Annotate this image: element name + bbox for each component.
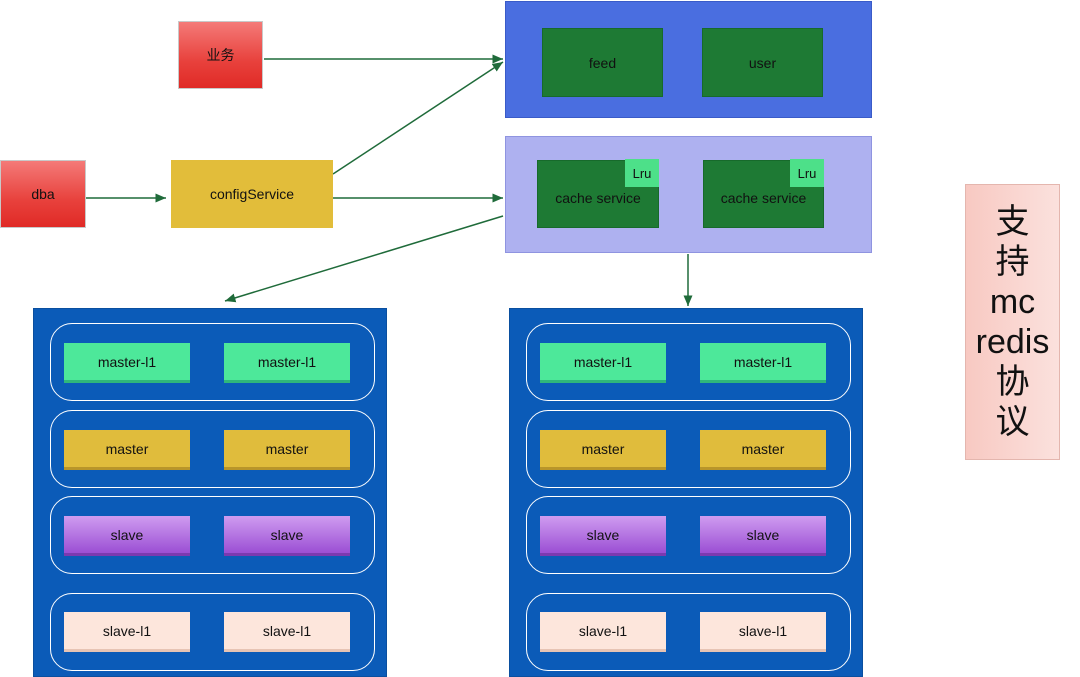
node-master-l1: master-l1 bbox=[224, 343, 350, 383]
feed-service-box: feed bbox=[542, 28, 663, 97]
node-label: slave bbox=[746, 526, 780, 543]
cache-service-label: cache service bbox=[720, 190, 807, 206]
note-line: 持 bbox=[995, 243, 1030, 281]
group-master-l1 bbox=[50, 323, 375, 401]
business-box: 业务 bbox=[178, 21, 263, 89]
lru-label: Lru bbox=[632, 165, 652, 181]
lru-badge: Lru bbox=[625, 159, 659, 187]
node-label: master bbox=[105, 440, 149, 457]
dba-box: dba bbox=[0, 160, 86, 228]
node-label: master-l1 bbox=[97, 353, 157, 370]
node-master: master bbox=[64, 430, 190, 470]
node-slave: slave bbox=[700, 516, 826, 556]
protocol-support-note: 支 持 mc redis 协 议 bbox=[965, 184, 1060, 460]
note-line: mc bbox=[989, 283, 1036, 321]
configservice-label: configService bbox=[209, 186, 295, 202]
dba-label: dba bbox=[31, 186, 55, 202]
node-label: slave-l1 bbox=[102, 622, 152, 639]
group-slave bbox=[526, 496, 851, 574]
node-label: master-l1 bbox=[573, 353, 633, 370]
business-label: 业务 bbox=[206, 47, 235, 63]
node-slave: slave bbox=[540, 516, 666, 556]
node-slave-l1: slave-l1 bbox=[700, 612, 826, 652]
lru-label: Lru bbox=[797, 165, 817, 181]
node-label: slave bbox=[110, 526, 144, 543]
node-label: slave-l1 bbox=[738, 622, 788, 639]
node-label: slave bbox=[270, 526, 304, 543]
node-label: master-l1 bbox=[257, 353, 317, 370]
node-master: master bbox=[540, 430, 666, 470]
node-label: master bbox=[741, 440, 785, 457]
node-label: master bbox=[581, 440, 625, 457]
node-slave: slave bbox=[64, 516, 190, 556]
node-slave-l1: slave-l1 bbox=[540, 612, 666, 652]
node-slave: slave bbox=[224, 516, 350, 556]
group-master-l1 bbox=[526, 323, 851, 401]
node-label: slave bbox=[586, 526, 620, 543]
node-master: master bbox=[224, 430, 350, 470]
node-slave-l1: slave-l1 bbox=[224, 612, 350, 652]
group-slave-l1 bbox=[50, 593, 375, 671]
feed-label: feed bbox=[588, 54, 617, 71]
node-label: slave-l1 bbox=[262, 622, 312, 639]
group-slave-l1 bbox=[526, 593, 851, 671]
arrow-configservice-to-top-panel bbox=[332, 61, 504, 175]
user-service-box: user bbox=[702, 28, 823, 97]
user-label: user bbox=[748, 54, 777, 71]
arrow-cache-to-left-cluster bbox=[224, 215, 504, 303]
node-slave-l1: slave-l1 bbox=[64, 612, 190, 652]
node-label: slave-l1 bbox=[578, 622, 628, 639]
note-line: 协 bbox=[995, 363, 1030, 401]
node-label: master-l1 bbox=[733, 353, 793, 370]
group-master bbox=[526, 410, 851, 488]
group-master bbox=[50, 410, 375, 488]
note-line: 议 bbox=[995, 403, 1030, 441]
node-master-l1: master-l1 bbox=[700, 343, 826, 383]
lru-badge: Lru bbox=[790, 159, 824, 187]
note-line: redis bbox=[975, 323, 1050, 361]
configservice-box: configService bbox=[171, 160, 333, 228]
node-master-l1: master-l1 bbox=[540, 343, 666, 383]
node-label: master bbox=[265, 440, 309, 457]
cache-service-label: cache service bbox=[555, 190, 641, 206]
note-line: 支 bbox=[995, 203, 1030, 241]
group-slave bbox=[50, 496, 375, 574]
node-master: master bbox=[700, 430, 826, 470]
node-master-l1: master-l1 bbox=[64, 343, 190, 383]
